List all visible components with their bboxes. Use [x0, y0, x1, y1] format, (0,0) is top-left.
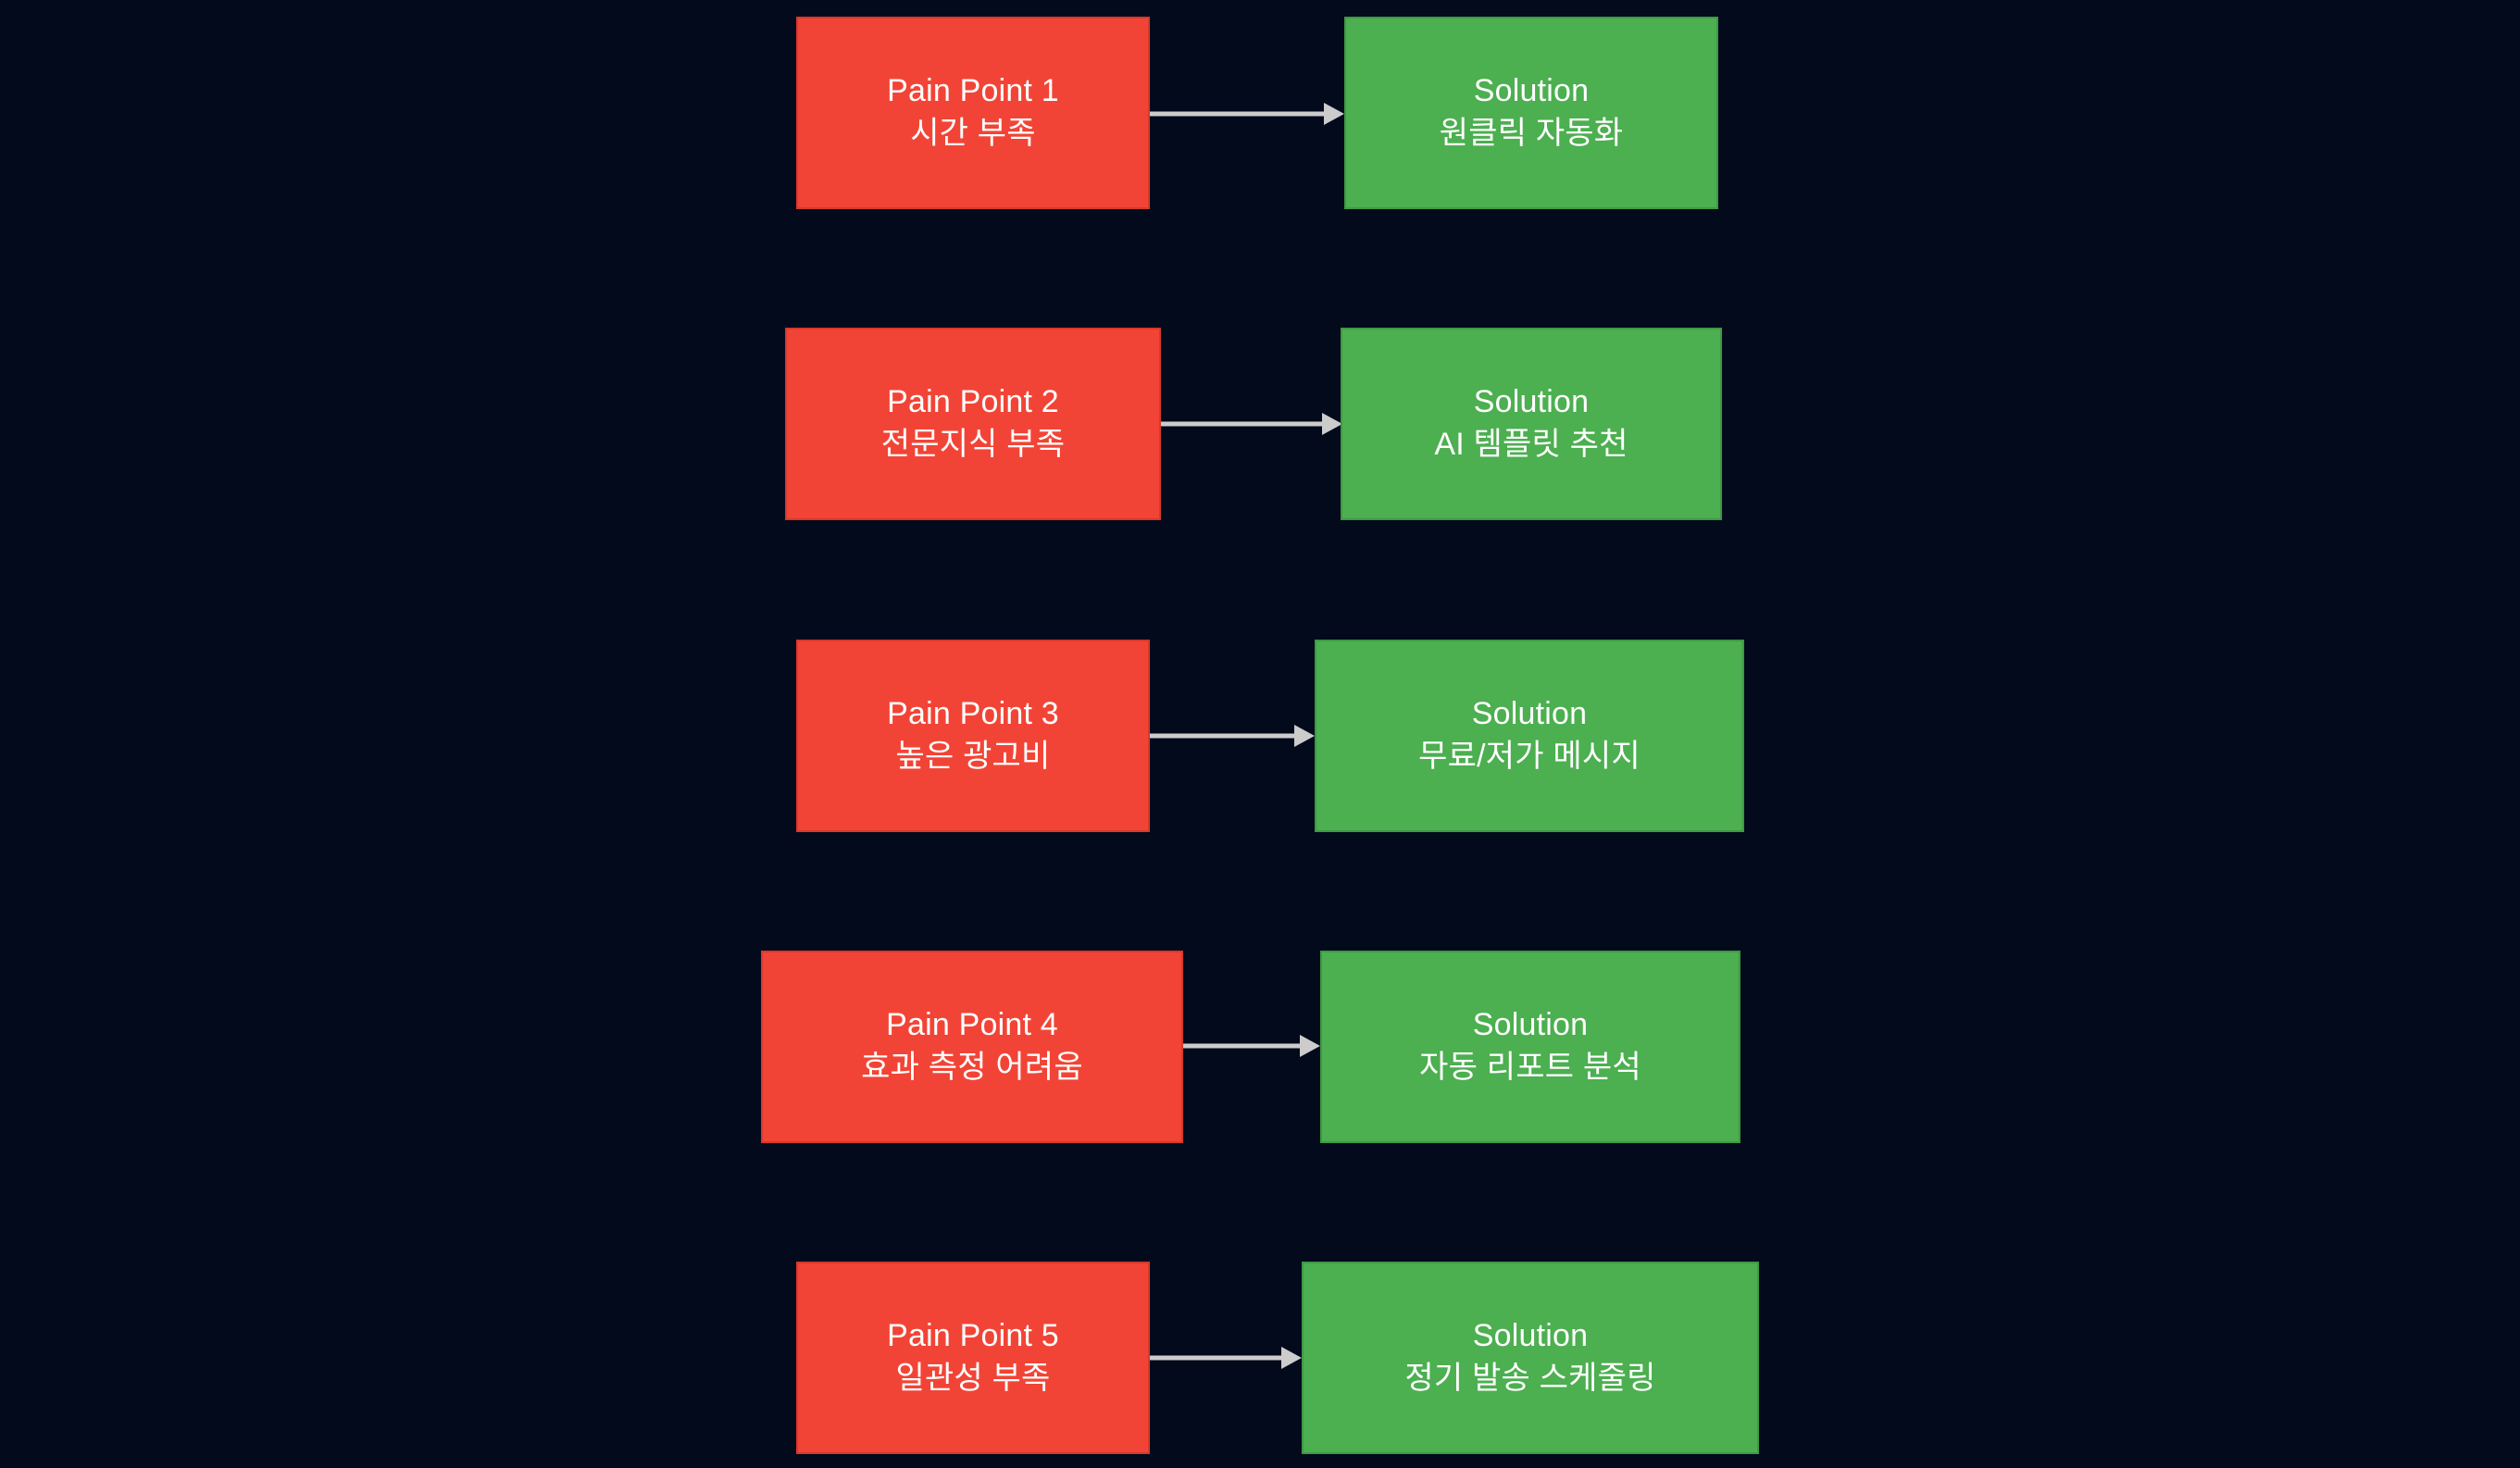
- pain-point-detail-1: 시간 부족: [910, 116, 1036, 151]
- pain-point-title-2: Pain Point 2: [887, 384, 1059, 420]
- pain-point-node-2[interactable]: Pain Point 2 전문지식 부족: [785, 328, 1161, 520]
- solution-detail-2: AI 템플릿 추천: [1434, 427, 1628, 462]
- pain-point-detail-4: 효과 측정 어려움: [861, 1050, 1083, 1085]
- pain-point-title-1: Pain Point 1: [887, 73, 1059, 109]
- pain-point-title-5: Pain Point 5: [887, 1318, 1059, 1354]
- solution-title-3: Solution: [1471, 696, 1588, 732]
- flow-arrow-4: [1183, 1027, 1320, 1064]
- pain-point-detail-3: 높은 광고비: [895, 739, 1051, 774]
- pain-point-node-1[interactable]: Pain Point 1 시간 부족: [796, 17, 1150, 209]
- solution-node-5[interactable]: Solution 정기 발송 스케줄링: [1302, 1262, 1759, 1454]
- flow-arrow-1: [1150, 95, 1344, 132]
- solution-node-4[interactable]: Solution 자동 리포트 분석: [1320, 951, 1740, 1143]
- pain-point-node-3[interactable]: Pain Point 3 높은 광고비: [796, 640, 1150, 832]
- pain-point-node-5[interactable]: Pain Point 5 일관성 부족: [796, 1262, 1150, 1454]
- solution-title-4: Solution: [1472, 1007, 1589, 1043]
- solution-title-2: Solution: [1473, 384, 1590, 420]
- solution-detail-3: 무료/저가 메시지: [1418, 739, 1640, 774]
- flow-arrow-5: [1150, 1339, 1302, 1376]
- pain-point-title-3: Pain Point 3: [887, 696, 1059, 732]
- pain-point-detail-5: 일관성 부족: [895, 1361, 1051, 1396]
- flow-arrow-2: [1161, 405, 1342, 442]
- pain-point-detail-2: 전문지식 부족: [880, 427, 1066, 462]
- solution-detail-4: 자동 리포트 분석: [1419, 1050, 1641, 1085]
- pain-point-title-4: Pain Point 4: [886, 1007, 1058, 1043]
- pain-point-node-4[interactable]: Pain Point 4 효과 측정 어려움: [761, 951, 1183, 1143]
- solution-node-2[interactable]: Solution AI 템플릿 추천: [1341, 328, 1722, 520]
- solution-node-1[interactable]: Solution 원클릭 자동화: [1344, 17, 1718, 209]
- solution-title-5: Solution: [1472, 1318, 1589, 1354]
- flow-arrow-3: [1150, 717, 1315, 754]
- solution-detail-1: 원클릭 자동화: [1439, 116, 1624, 151]
- solution-node-3[interactable]: Solution 무료/저가 메시지: [1315, 640, 1744, 832]
- solution-title-1: Solution: [1473, 73, 1590, 109]
- solution-detail-5: 정기 발송 스케줄링: [1404, 1361, 1656, 1396]
